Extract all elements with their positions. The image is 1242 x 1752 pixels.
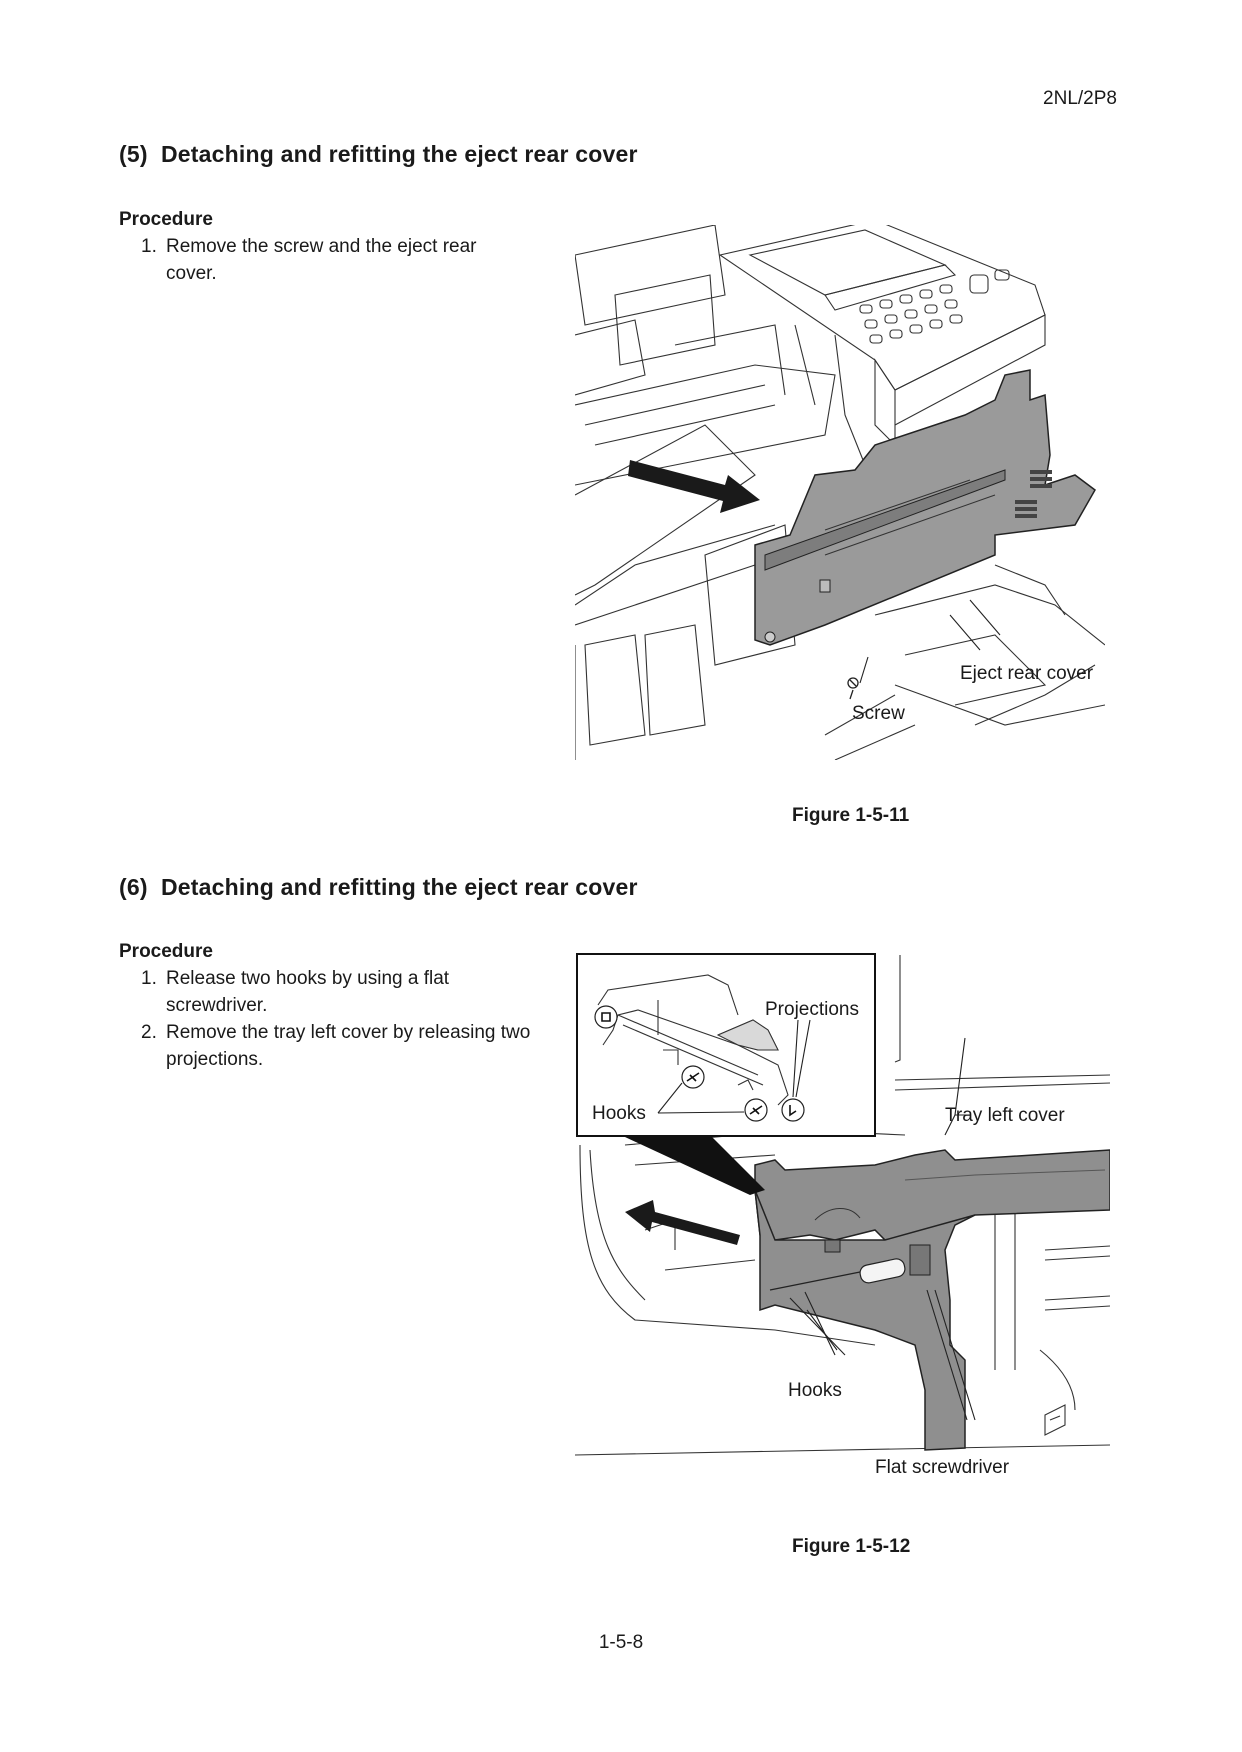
procedure-label: Procedure: [119, 209, 213, 230]
step-text: Remove the screw and the eject rear cove…: [166, 236, 477, 284]
screw-label: Screw: [852, 703, 905, 724]
detail-inset: Projections Hooks: [576, 953, 876, 1137]
figure-caption: Figure 1-5-11: [792, 805, 910, 826]
projections-label: Projections: [765, 999, 859, 1020]
step-text: Remove the tray left cover by releasing …: [166, 1022, 531, 1070]
step-number: 1.: [141, 968, 157, 989]
procedure-step: 1. Remove the screw and the eject rear c…: [141, 233, 526, 287]
hooks-inset-label: Hooks: [592, 1103, 646, 1124]
page-number: 1-5-8: [598, 1632, 644, 1653]
hooks-projections-detail: [594, 974, 811, 1122]
section-6-title: (6) Detaching and refitting the eject rea…: [119, 874, 638, 901]
procedure-step: 2. Remove the tray left cover by releasi…: [141, 1019, 541, 1073]
section-title-text: Detaching and refitting the eject rear c…: [161, 874, 638, 900]
eject-rear-cover-label: Eject rear cover: [960, 663, 1094, 684]
procedure-step: 1. Release two hooks by using a flat scr…: [141, 965, 541, 1019]
step-text: Release two hooks by using a flat screwd…: [166, 968, 450, 1016]
procedure-steps: 1. Remove the screw and the eject rear c…: [141, 233, 526, 287]
eject-rear-cover-illustration: [574, 219, 1106, 761]
figure-caption: Figure 1-5-12: [792, 1536, 911, 1557]
hooks-label: Hooks: [788, 1380, 842, 1401]
figure-1-5-12-illustration: Projections Hooks Tray left cover Hooks …: [574, 950, 1111, 1490]
section-5-title: (5) Detaching and refitting the eject rea…: [119, 141, 638, 168]
section-number: (6): [119, 874, 148, 900]
figure-1-5-11-illustration: Eject rear cover Screw: [574, 219, 1106, 761]
flat-screwdriver-label: Flat screwdriver: [875, 1457, 1010, 1478]
procedure-steps: 1. Release two hooks by using a flat scr…: [141, 965, 541, 1073]
section-number: (5): [119, 141, 148, 167]
step-number: 2.: [141, 1022, 157, 1043]
step-number: 1.: [141, 236, 157, 257]
section-title-text: Detaching and refitting the eject rear c…: [161, 141, 638, 167]
tray-left-cover-illustration: [574, 955, 1111, 1456]
tray-left-cover-label: Tray left cover: [945, 1105, 1065, 1126]
model-code: 2NL/2P8: [1043, 88, 1117, 109]
procedure-label: Procedure: [119, 941, 213, 962]
